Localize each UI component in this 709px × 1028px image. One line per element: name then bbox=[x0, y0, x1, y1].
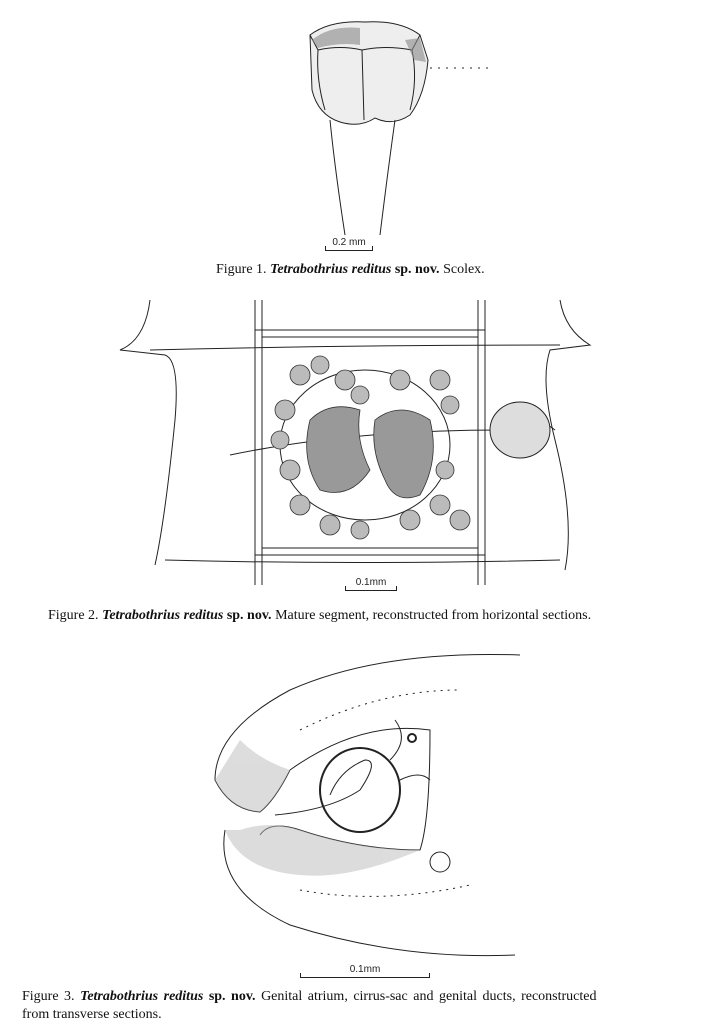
figure-3-scale-bar: 0.1mm bbox=[300, 964, 430, 978]
figure-2-caption: Figure 2. Tetrabothrius reditus sp. nov.… bbox=[48, 608, 591, 624]
caption-species: Tetrabothrius reditus bbox=[80, 989, 204, 1004]
scale-bar-line bbox=[345, 586, 397, 591]
caption-line-2: from transverse sections. bbox=[22, 1007, 162, 1022]
caption-line-1: Figure 3. Tetrabothrius reditus sp. nov.… bbox=[22, 988, 597, 1006]
caption-species: Tetrabothrius reditus bbox=[102, 608, 224, 623]
caption-description: Scolex. bbox=[443, 262, 485, 277]
scale-bar-label: 0.1mm bbox=[355, 577, 387, 588]
figure-3-caption: Figure 3. Tetrabothrius reditus sp. nov.… bbox=[22, 988, 597, 1024]
scale-bar-line bbox=[325, 246, 373, 251]
figure-1-scale-bar: 0.2 mm bbox=[325, 237, 373, 251]
caption-label: Figure 1. bbox=[216, 262, 267, 277]
caption-designation: sp. nov. bbox=[394, 262, 440, 277]
caption-label: Figure 3. bbox=[22, 989, 75, 1004]
caption-label: Figure 2. bbox=[48, 608, 99, 623]
scale-bar-label: 0.1mm bbox=[349, 964, 381, 975]
figure-1-caption: Figure 1. Tetrabothrius reditus sp. nov.… bbox=[216, 262, 485, 278]
scale-bar-label: 0.2 mm bbox=[332, 237, 366, 248]
caption-designation: sp. nov. bbox=[226, 608, 272, 623]
caption-designation: sp. nov. bbox=[208, 989, 256, 1004]
figure-2-scale-bar: 0.1mm bbox=[345, 577, 397, 591]
caption-description: Mature segment, reconstructed from horiz… bbox=[275, 608, 592, 623]
caption-description: Genital atrium, cirrus-sac and genital d… bbox=[261, 989, 597, 1004]
caption-species: Tetrabothrius reditus bbox=[270, 262, 392, 277]
scale-bar-line bbox=[300, 973, 430, 978]
